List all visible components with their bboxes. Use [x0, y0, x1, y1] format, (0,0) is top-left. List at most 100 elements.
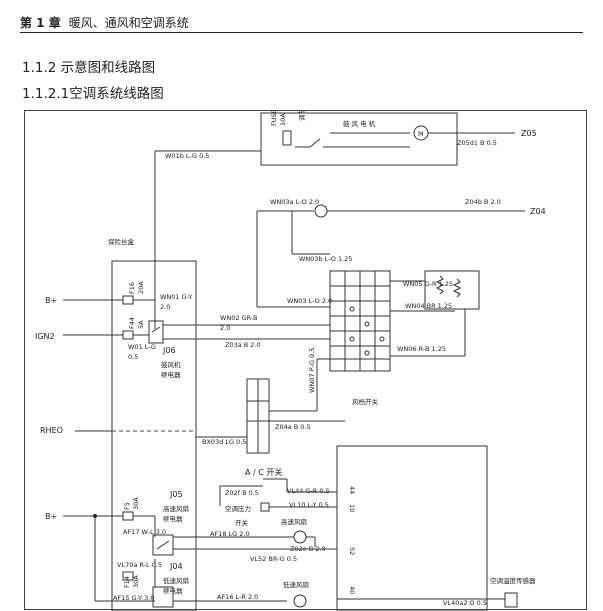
wire-wn01: WN01 G-Y — [160, 293, 192, 301]
wire-wn03a: WN03a L-O 2.0 — [270, 198, 319, 206]
wiring-diagram-frame: FUSE 10A 调节开关 鼓 风 电 机 M Z05 Z05d1 B 0.5 … — [24, 110, 587, 611]
blower-switch-node-2 — [364, 321, 370, 327]
temp-sensor-icon — [504, 592, 518, 608]
connector-z04: Z04 — [530, 207, 546, 216]
wire-wn05: WN05 G-R 1.25 — [403, 280, 453, 288]
blower-switch-node-4 — [379, 336, 385, 342]
pin-10: 10 — [348, 504, 356, 512]
fuse-f14-rating: 30A — [132, 575, 140, 588]
blower-switch-node-3 — [349, 336, 355, 342]
resistor-2-icon — [452, 278, 462, 298]
motor-m-glyph: M — [418, 130, 424, 138]
blower-switch-node-1 — [349, 306, 355, 312]
wire-z02f: Z02f B 0.5 — [225, 489, 259, 497]
wire-z05d1b: Z05d1 B 0.5 — [457, 139, 497, 147]
wire-w01b: W01b L-G 0.5 — [165, 152, 209, 160]
low-speed-fan-icon — [293, 594, 307, 608]
subsection-title: 空调系统线路图 — [69, 86, 164, 102]
connector-z05: Z05 — [521, 129, 537, 138]
relay-j05-symbol — [152, 534, 174, 556]
chapter-label: 第 1 章 — [20, 16, 61, 30]
pressure-switch-icon — [260, 502, 270, 512]
relay-j06-name1: 鼓风机 — [161, 360, 181, 369]
fuse-f44-rating: 5A — [137, 320, 145, 329]
relay-j06-name2: 继电器 — [161, 370, 181, 379]
control-module-box — [336, 445, 488, 611]
subsection-heading: 1.1.2.1空调系统线路图 — [22, 82, 164, 102]
relay-j05: J05 — [169, 490, 183, 499]
wiring-diagram: FUSE 10A 调节开关 鼓 风 电 机 M Z05 Z05d1 B 0.5 … — [35, 111, 546, 611]
subsection-number: 1.1.2.1 — [22, 86, 70, 102]
fuse-rating: 10A — [279, 113, 287, 126]
relay-j06: J06 — [162, 346, 176, 355]
pin-40: 40 — [348, 586, 356, 594]
z04-ground-icon — [314, 204, 328, 218]
low-fan-label: 低速风扇 — [283, 580, 309, 589]
fuse-f16: F16 — [128, 282, 136, 294]
blower-switch-node-5 — [364, 350, 370, 356]
high-speed-fan-icon — [293, 530, 307, 544]
fuse-f16-symbol — [122, 295, 134, 305]
wire-wn03: WN03 L-O 2.0 — [287, 297, 332, 305]
relay-j04-name1: 低速风扇 — [163, 576, 189, 585]
relay-j05-contact — [156, 540, 170, 550]
blower-resistor-box — [424, 270, 480, 310]
pin-44: 44 — [348, 486, 356, 494]
ac-switch-label: A / C 开关 — [245, 467, 282, 477]
wire-wn03b: WN03b L-O 1.25 — [299, 255, 352, 263]
fuse-f14-symbol — [122, 571, 134, 581]
wire-wn02-size: 2.0 — [220, 324, 230, 332]
wire-vl44: VL44 G-R 0.5 — [287, 487, 330, 495]
fuse-f14: F14 — [123, 576, 131, 588]
wire-vl10: VL10 L-Y 0.5 — [289, 501, 329, 509]
page-header: 第 1 章暖风、通风和空调系统 — [20, 14, 583, 33]
wire-w01-size: 0.5 — [128, 353, 138, 361]
relay-j06-symbol — [148, 320, 164, 344]
high-fan-label: 高速风扇 — [281, 517, 307, 526]
resistor-1-icon — [435, 275, 445, 295]
pressure-switch-label1: 空调压力 — [225, 504, 251, 513]
fuse-box — [111, 260, 197, 611]
wire-vl-bottom: VL40a2 G 0.5 — [443, 599, 487, 607]
relay-j06-contact — [151, 326, 161, 333]
blower-switch-label: 风档开关 — [352, 397, 379, 406]
chapter-title: 暖风、通风和空调系统 — [68, 16, 189, 30]
fuse-label: FUSE — [270, 111, 278, 126]
wire-wn06: WN06 R-B 1.25 — [397, 345, 446, 353]
rheo-label: RHEO — [40, 426, 63, 435]
wire-w01: W01 L-G — [128, 343, 156, 351]
section-title: 示意图和线路图 — [60, 60, 156, 76]
wire-z03a: Z03a B 2.0 — [225, 341, 261, 349]
motor-box-switch — [309, 138, 321, 148]
wire-z04a: Z04a B 0.5 — [275, 423, 311, 431]
temp-sensor-label: 空调温度传感器 — [490, 576, 536, 585]
wire-wn04: WN04 BR 1.25 — [405, 302, 452, 310]
blower-motor-box — [260, 112, 458, 166]
wire-bx03d: BX03d LG 0.5 — [202, 438, 246, 446]
fuse-f5-symbol — [122, 511, 134, 521]
pressure-switch-label2: 开关 — [235, 518, 249, 527]
wire-af18: AF18 LG 2.0 — [210, 530, 250, 538]
fuse-box-label: 保险丝盒 — [108, 237, 135, 246]
wire-z04b: Z04b B 2.0 — [465, 198, 501, 206]
wire-wn01-size: 2.0 — [160, 303, 170, 311]
b-plus-top: B+ — [45, 296, 57, 305]
fuse-f16-rating: 20A — [137, 281, 145, 294]
wire-vl52: VL52 BR-G 0.5 — [250, 555, 297, 563]
fuse-f44-symbol — [122, 330, 134, 340]
relay-j05-name2: 继电器 — [163, 514, 183, 523]
fuse-f44: F44 — [128, 317, 136, 329]
pin-52: 52 — [348, 547, 356, 555]
wire-af17: AF17 W-L 3.0 — [123, 528, 166, 536]
wire-af16: AF16 L-R 2.0 — [217, 593, 258, 601]
wire-wn02: WN02 GR-B — [220, 314, 258, 322]
b-plus-bottom: B+ — [45, 512, 57, 521]
wire-wn07: WN07 P-G 0.5 — [308, 348, 316, 393]
fuse-f5-rating: 30A — [132, 497, 140, 510]
section-number: 1.1.2 — [22, 60, 57, 76]
relay-j04: J04 — [169, 562, 183, 571]
fuse-10a-symbol — [282, 130, 292, 146]
ign2-label: IGN2 — [35, 332, 55, 341]
fuse-f5: F5 — [123, 502, 131, 510]
wire-af15: AF15 G-Y 3.0 — [113, 594, 155, 602]
